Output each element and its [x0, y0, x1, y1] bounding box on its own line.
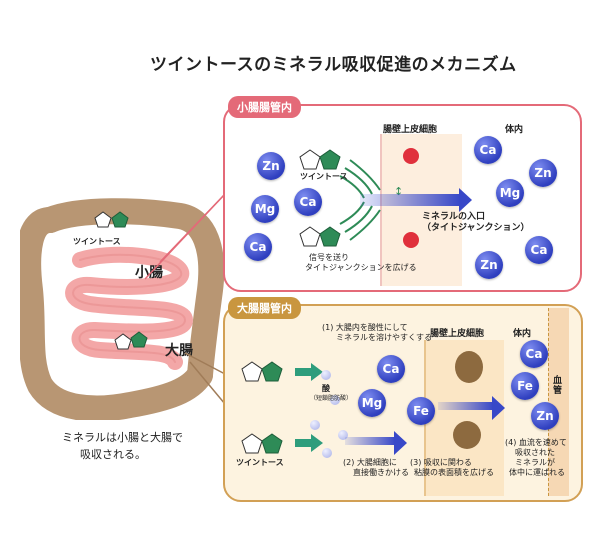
large-body-label: 体内 [513, 329, 532, 339]
acid-label: 酸 [322, 384, 330, 393]
caption-line-2: 吸収される。 [80, 447, 146, 461]
small-epithelial-label: 腸壁上皮細胞 [383, 125, 438, 135]
large-epithelial-label: 腸壁上皮細胞 [430, 329, 485, 339]
ion-fe: Fe [407, 397, 435, 425]
small-intestine-panel-tag: 小腸腸管内 [228, 96, 301, 118]
ion-zn: Zn [257, 152, 285, 180]
intestine-illustration [20, 198, 225, 420]
step1-line-2: ミネラルを溶けやすくする [336, 333, 432, 342]
absorption-arrow [345, 431, 407, 455]
ion-ca: Ca [474, 136, 502, 164]
acid-bubble [310, 420, 320, 430]
small-epithelial-wall [380, 134, 462, 286]
caption-line-1: ミネラルは小腸と大腸で [62, 431, 183, 444]
ion-ca: Ca [377, 355, 405, 383]
ion-mg: Mg [251, 195, 279, 223]
intestine-caption: ミネラルは小腸と大腸で 吸収される。 [62, 430, 183, 463]
absorption-arrow [438, 396, 505, 420]
twintose-icon-bottom [241, 433, 283, 454]
page-title: ツイントースのミネラル吸収促進のメカニズム [150, 55, 517, 75]
intestine-twintose-label: ツイントース [73, 237, 121, 246]
ion-zn: Zn [529, 159, 557, 187]
cell-nucleus-top [455, 351, 483, 383]
cell-red-dot-bottom [403, 232, 419, 248]
large-intestine-panel [223, 304, 583, 502]
step4-label: (4) 血流を速めて 吸収された ミネラルが 体中に運ばれる [505, 438, 567, 478]
ion-zn: Zn [475, 251, 503, 279]
twintose-icon-bottom [299, 226, 341, 247]
cell-nucleus-bottom [453, 421, 481, 449]
arrow-icon [295, 363, 323, 381]
ion-ca: Ca [244, 233, 272, 261]
step1-line-1: (1) 大腸内を酸性にして [322, 323, 408, 332]
step2-label: (2) 大腸細胞に 直接働きかける [343, 458, 409, 478]
step2-line-2: 直接働きかける [353, 468, 409, 477]
step4-line-3: ミネラルが [515, 458, 555, 467]
step3-label: (3) 吸収に関わる 粘膜の表面積を広げる [410, 458, 494, 478]
step4-line-2: 吸収された [515, 448, 555, 457]
blood-vessel-label: 血管 [553, 376, 563, 397]
acid-bubble [321, 370, 331, 380]
small-body-label: 体内 [505, 125, 524, 135]
ion-mg: Mg [496, 179, 524, 207]
entry-label-2: （タイトジャンクション） [422, 223, 530, 234]
entry-label: ミネラルの入口 （タイトジャンクション） [422, 212, 530, 235]
ion-fe: Fe [511, 372, 539, 400]
large-intestine-panel-tag: 大腸腸管内 [228, 297, 301, 319]
step2-line-1: (2) 大腸細胞に [343, 458, 397, 467]
double-arrow-icon: ↕ [394, 185, 404, 198]
ion-ca: Ca [294, 188, 322, 216]
small-intestine-label: 小腸 [135, 265, 163, 281]
step4-line-1: (4) 血流を速めて [505, 438, 567, 447]
cell-red-dot-top [403, 148, 419, 164]
step3-line-2: 粘膜の表面積を広げる [414, 468, 494, 477]
acid-sub-label: （短鎖脂肪酸） [310, 395, 353, 402]
ion-ca: Ca [525, 236, 553, 264]
ion-ca: Ca [520, 340, 548, 368]
signal-label-2: タイトジャンクションを広げる [305, 263, 417, 272]
step3-line-1: (3) 吸収に関わる [410, 458, 472, 467]
large-intestine-label: 大腸 [165, 343, 193, 359]
large-twintose-label: ツイントース [236, 458, 284, 467]
twintose-icon-top [299, 149, 341, 170]
signal-label: 信号を送り タイトジャンクションを広げる [305, 253, 417, 273]
step4-line-4: 体中に運ばれる [509, 468, 565, 477]
signal-label-1: 信号を送り [309, 253, 349, 262]
arrow-icon [295, 434, 323, 452]
step1-label: (1) 大腸内を酸性にして ミネラルを溶けやすくする [322, 323, 432, 343]
ion-mg: Mg [358, 389, 386, 417]
acid-bubble [322, 448, 332, 458]
ion-zn: Zn [531, 402, 559, 430]
absorption-arrow [360, 188, 472, 212]
small-twintose-label: ツイントース [300, 172, 348, 181]
twintose-icon-top [241, 361, 283, 382]
acid-bubble [338, 430, 348, 440]
entry-label-1: ミネラルの入口 [422, 212, 486, 222]
acid-bubble [330, 395, 340, 405]
